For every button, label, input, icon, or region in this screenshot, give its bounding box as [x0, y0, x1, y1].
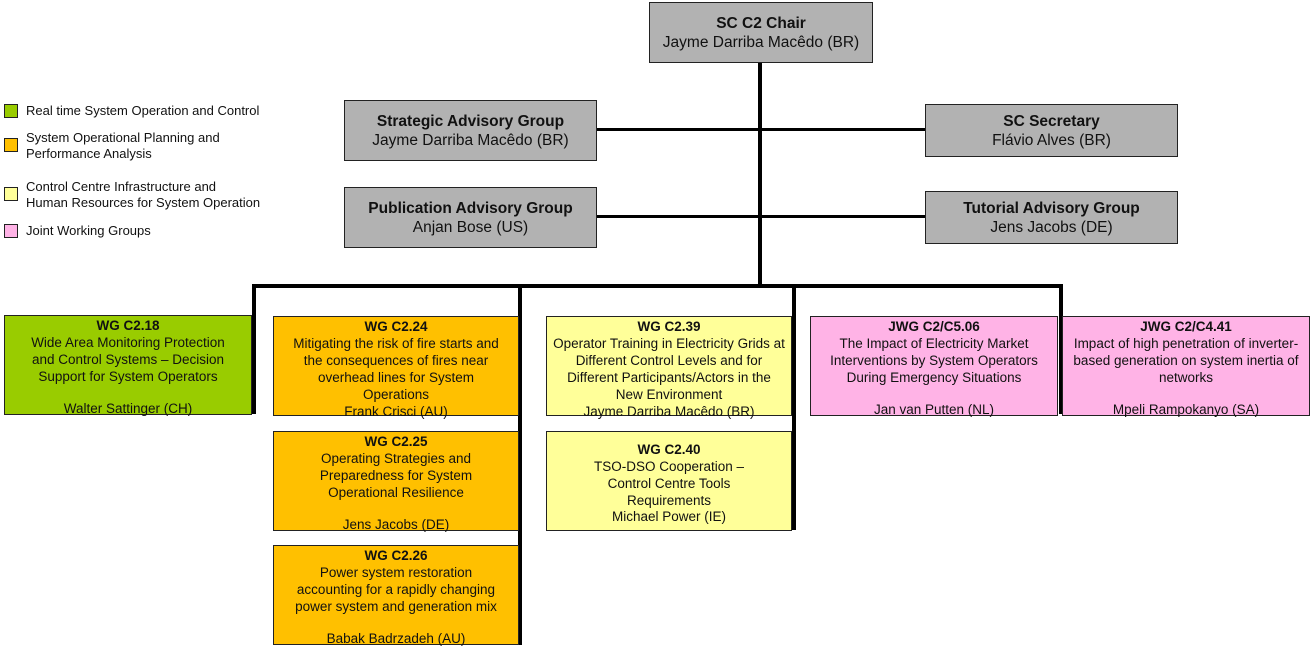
wg-description: Wide Area Monitoring Protection and Cont… [31, 335, 225, 384]
legend-label: Control Centre Infrastructure and Human … [26, 179, 261, 210]
tutorial-advisory-box: Tutorial Advisory Group Jens Jacobs (DE) [925, 191, 1178, 244]
wg-code: WG C2.25 [364, 434, 428, 449]
legend-swatch-yellow [4, 187, 18, 201]
legend-item-joint: Joint Working Groups [4, 223, 151, 239]
connector-drop-c239-c240 [792, 284, 796, 530]
wg-description: Impact of high penetration of inverter-b… [1073, 336, 1299, 385]
jwg-c2-c5-06-box: JWG C2/C5.06 The Impact of Electricity M… [810, 316, 1058, 417]
wg-lead: Frank Crisci (AU) [344, 404, 448, 419]
wg-code: WG C2.18 [96, 318, 160, 333]
wg-c2-24-box: WG C2.24 Mitigating the risk of fire sta… [273, 316, 519, 419]
wg-description: Operator Training in Electricity Grids a… [553, 336, 785, 402]
chair-box: SC C2 Chair Jayme Darriba Macêdo (BR) [649, 2, 873, 63]
connector-publication-tutorial [596, 215, 926, 218]
wg-code: WG C2.39 [637, 319, 701, 334]
wg-c2-18-box: WG C2.18 Wide Area Monitoring Protection… [4, 315, 252, 416]
legend-label: System Operational Planning and Performa… [26, 130, 220, 161]
wg-lead: Jan van Putten (NL) [873, 402, 995, 417]
wg-lead: Mpeli Rampokanyo (SA) [1112, 402, 1260, 417]
tutorial-advisory-name: Jens Jacobs (DE) [990, 218, 1113, 236]
wg-code: WG C2.26 [364, 548, 428, 563]
wg-lead: Jayme Darriba Macêdo (BR) [583, 404, 755, 419]
wg-code: WG C2.40 [637, 442, 701, 457]
wg-c2-40-box: WG C2.40 TSO-DSO Cooperation – Control C… [546, 431, 792, 531]
wg-c2-39-box: WG C2.39 Operator Training in Electricit… [546, 316, 792, 419]
tutorial-advisory-title: Tutorial Advisory Group [963, 199, 1140, 217]
publication-advisory-box: Publication Advisory Group Anjan Bose (U… [344, 187, 597, 248]
wg-lead: Babak Badrzadeh (AU) [326, 631, 466, 646]
legend-item-infrastructure: Control Centre Infrastructure and Human … [4, 179, 260, 211]
legend-item-realtime: Real time System Operation and Control [4, 103, 259, 119]
connector-chair-trunk [758, 62, 762, 284]
sc-secretary-name: Flávio Alves (BR) [992, 131, 1111, 149]
wg-c2-25-box: WG C2.25 Operating Strategies and Prepar… [273, 431, 519, 532]
sc-secretary-title: SC Secretary [1003, 112, 1100, 130]
publication-advisory-name: Anjan Bose (US) [412, 218, 529, 236]
wg-description: Power system restoration accounting for … [295, 565, 497, 614]
wg-c2-26-box: WG C2.26 Power system restoration accoun… [273, 545, 519, 646]
wg-code: JWG C2/C5.06 [888, 319, 980, 334]
strategic-advisory-name: Jayme Darriba Macêdo (BR) [372, 131, 569, 149]
strategic-advisory-box: Strategic Advisory Group Jayme Darriba M… [344, 100, 597, 161]
wg-lead: Jens Jacobs (DE) [342, 517, 450, 532]
connector-strategic-secretary [596, 128, 926, 131]
publication-advisory-title: Publication Advisory Group [368, 199, 573, 217]
connector-drop-c224-c226 [518, 284, 522, 645]
connector-bus-horizontal [252, 284, 1063, 288]
wg-description: Operating Strategies and Preparedness fo… [319, 451, 473, 500]
legend-label: Joint Working Groups [26, 223, 151, 238]
wg-code: WG C2.24 [364, 319, 428, 334]
wg-code: JWG C2/C4.41 [1140, 319, 1232, 334]
jwg-c2-c4-41-box: JWG C2/C4.41 Impact of high penetration … [1062, 316, 1310, 417]
chair-title: SC C2 Chair [716, 14, 806, 32]
wg-description: Mitigating the risk of fire starts and t… [293, 336, 499, 402]
wg-description: TSO-DSO Cooperation – Control Centre Too… [593, 459, 745, 508]
legend-item-planning: System Operational Planning and Performa… [4, 130, 220, 162]
legend-swatch-green [4, 104, 18, 118]
wg-lead: Walter Sattinger (CH) [63, 401, 193, 416]
strategic-advisory-title: Strategic Advisory Group [376, 112, 565, 130]
legend-swatch-orange [4, 138, 18, 152]
sc-secretary-box: SC Secretary Flávio Alves (BR) [925, 104, 1178, 157]
legend-swatch-pink [4, 224, 18, 238]
chair-name: Jayme Darriba Macêdo (BR) [662, 33, 860, 51]
wg-lead: Michael Power (IE) [611, 509, 727, 524]
legend-label: Real time System Operation and Control [26, 103, 260, 118]
wg-description: The Impact of Electricity Market Interve… [830, 336, 1038, 385]
connector-drop-c218 [252, 284, 256, 414]
connector-drop-jwg [1059, 284, 1063, 414]
